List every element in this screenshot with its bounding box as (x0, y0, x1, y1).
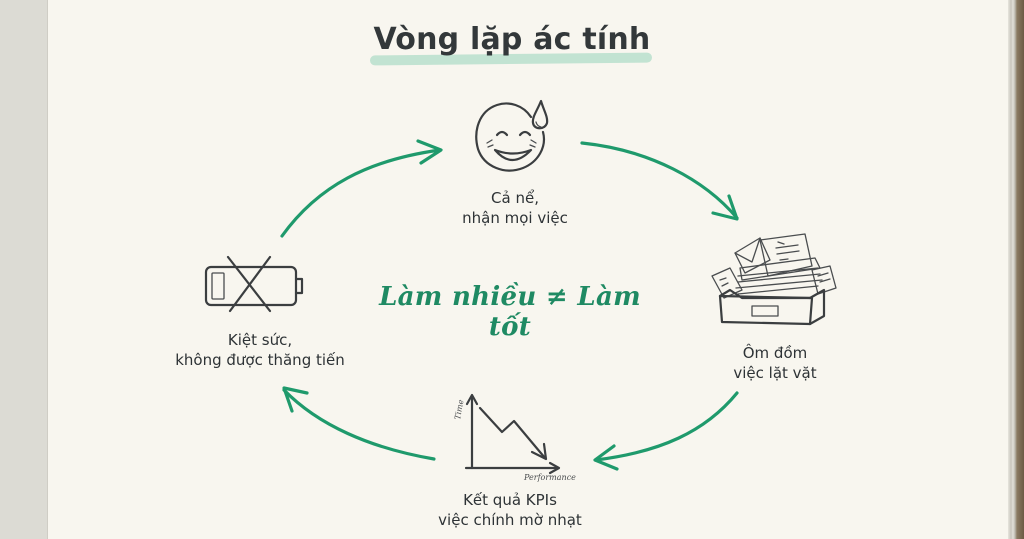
node-label-top: Cả nể, nhận mọi việc (430, 188, 600, 228)
diagram-title: Vòng lặp ác tính (373, 22, 651, 57)
notebook-page (48, 0, 1008, 539)
node-label-right: Ôm đồm việc lặt vặt (690, 343, 860, 383)
node-label-top-line1: Cả nể, (491, 189, 539, 207)
node-label-left-line1: Kiệt sức, (227, 331, 293, 349)
node-label-left: Kiệt sức, không được thăng tiến (150, 330, 370, 370)
node-label-left-line2: không được thăng tiến (175, 351, 345, 369)
y-axis-label: Time (453, 399, 465, 421)
node-label-right-line1: Ôm đồm (742, 344, 808, 362)
sweat-smile-icon (475, 99, 549, 172)
paper-tray-icon (711, 233, 837, 326)
node-label-top-line2: nhận mọi việc (462, 209, 568, 227)
right-page-edge (1008, 0, 1024, 539)
node-label-bottom-line1: Kết quả KPIs (463, 491, 557, 509)
node-label-bottom: Kết quả KPIs việc chính mờ nhạt (420, 490, 600, 530)
dead-battery-icon (204, 255, 304, 313)
declining-chart-icon: Time Performance (453, 393, 576, 482)
x-axis-label: Performance (523, 473, 576, 482)
left-page-edge (0, 0, 48, 539)
node-label-bottom-line2: việc chính mờ nhạt (438, 511, 582, 529)
node-label-right-line2: việc lặt vặt (733, 364, 817, 382)
center-slogan: Làm nhiều ≠ Làm tốt (379, 282, 641, 342)
